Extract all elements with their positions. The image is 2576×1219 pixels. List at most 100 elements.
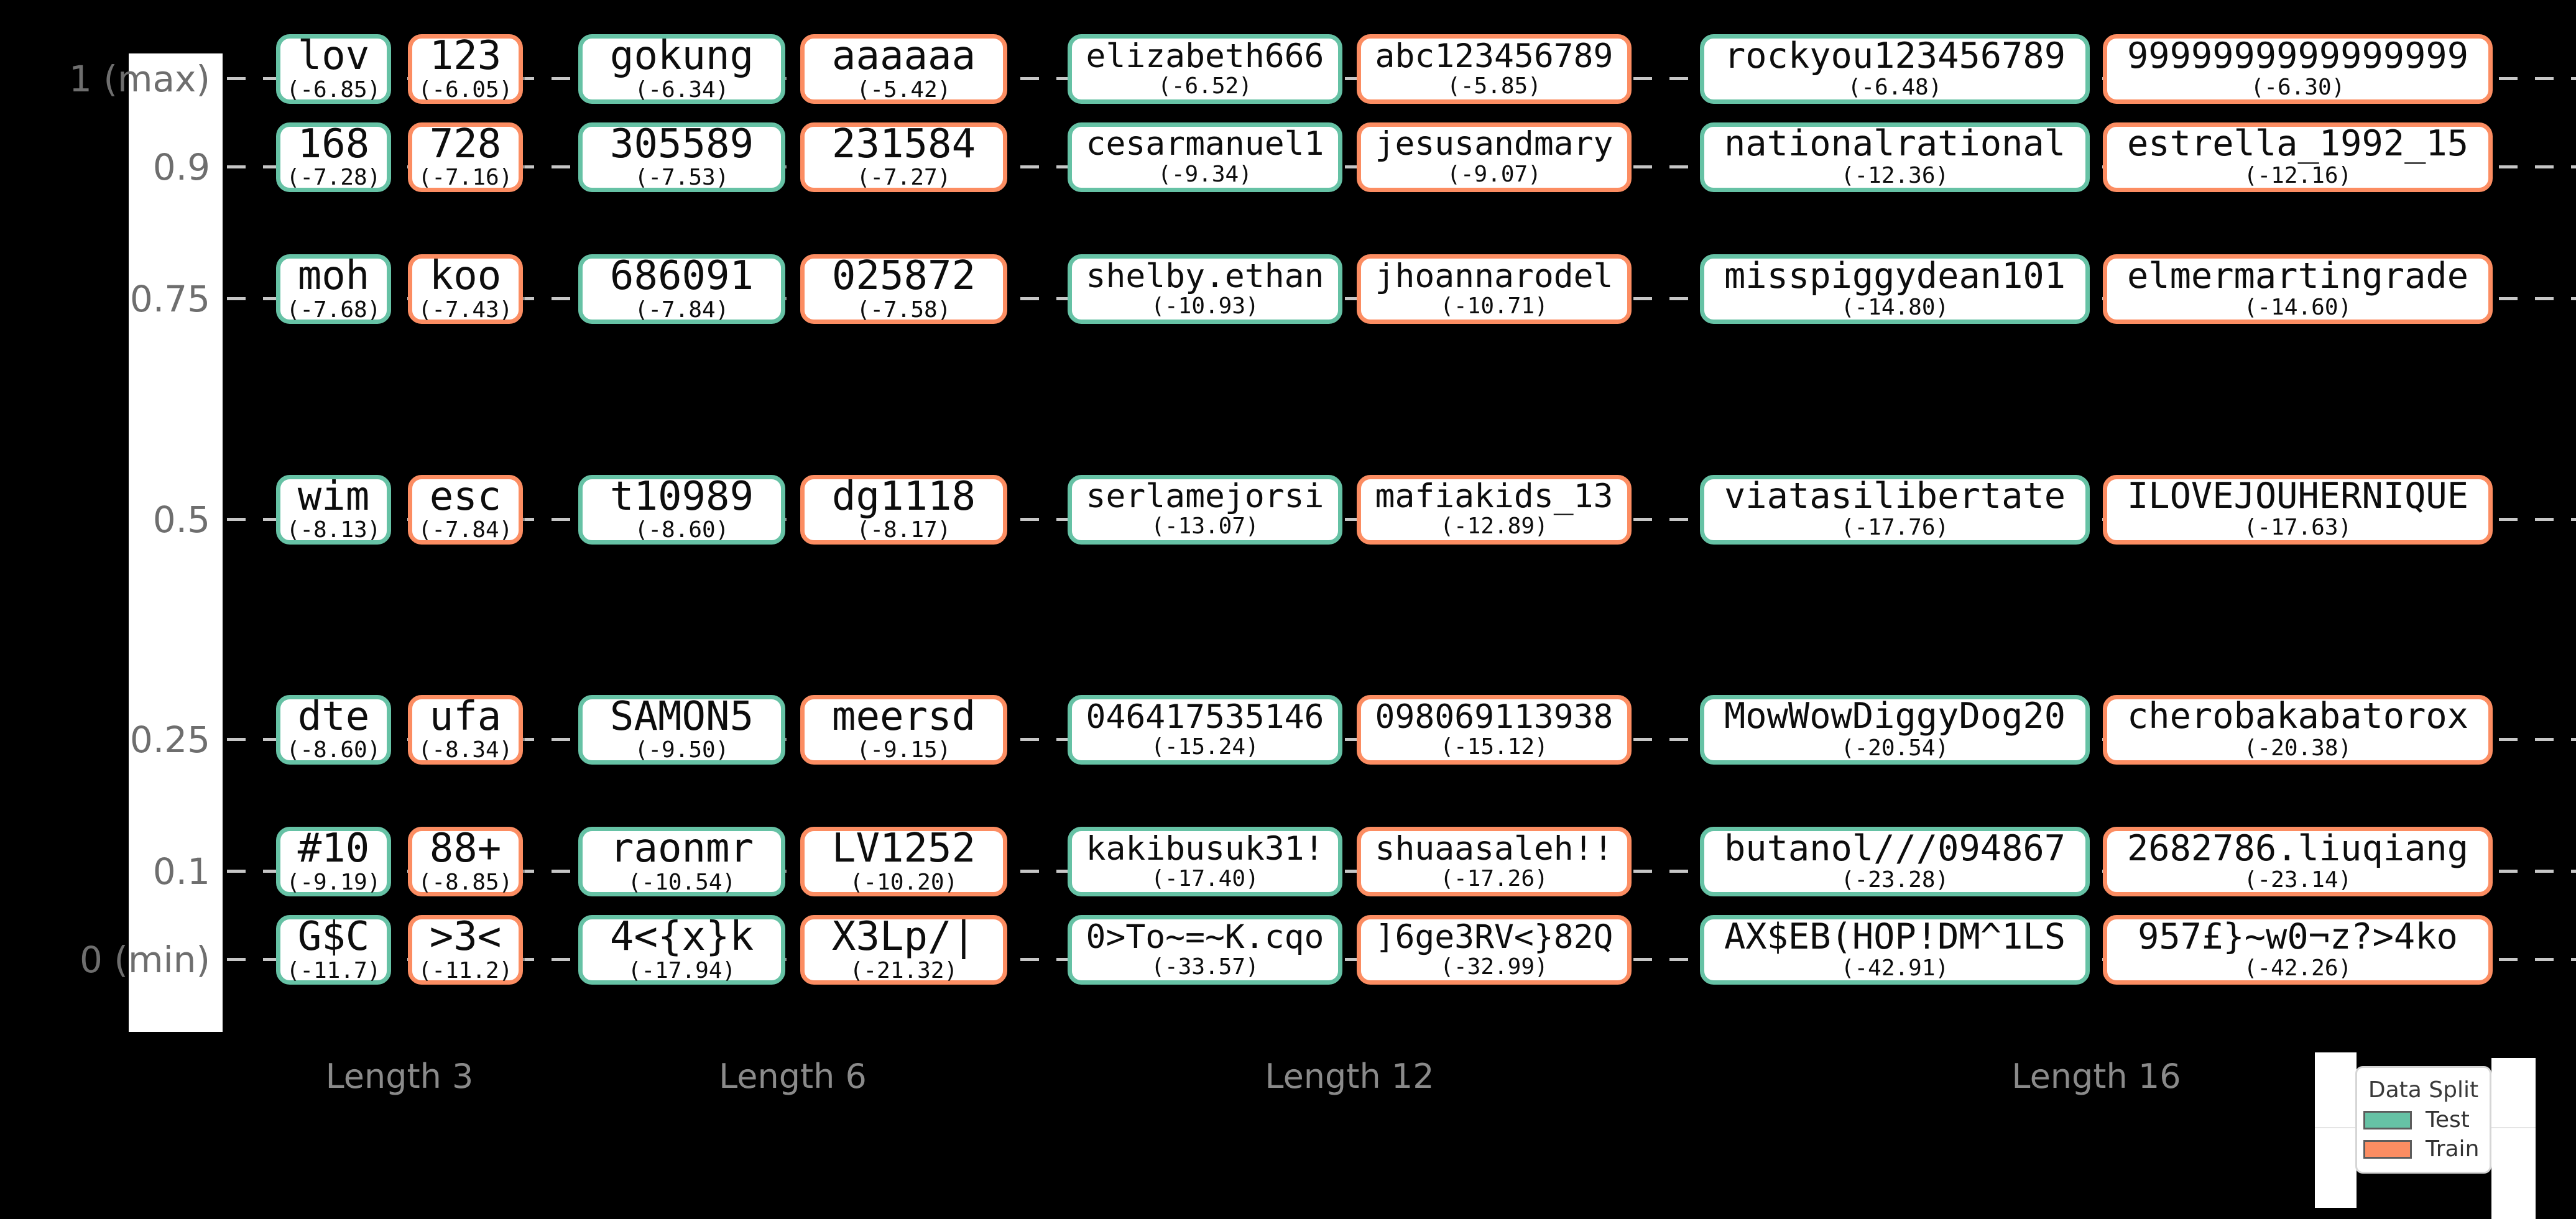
train-color-swatch <box>2363 1140 2412 1159</box>
y-tick-label: 0.25 <box>129 718 210 761</box>
password-box-test: 305589(-7.53) <box>578 122 785 192</box>
password-text: mafiakids_13 <box>1375 477 1613 516</box>
password-box-train: 231584(-7.27) <box>800 122 1007 192</box>
logprob-text: (-32.99) <box>1440 954 1548 980</box>
logprob-text: (-7.58) <box>856 297 951 323</box>
password-text: aaaaaa <box>831 33 976 80</box>
y-tick-label: 0.9 <box>152 145 210 188</box>
legend-label-test: Test <box>2426 1106 2470 1133</box>
logprob-text: (-10.93) <box>1151 293 1259 320</box>
logprob-text: (-8.17) <box>856 517 951 543</box>
logprob-text: (-8.34) <box>418 737 513 763</box>
group-label: Length 16 <box>2011 1057 2181 1096</box>
password-box-test: t10989(-8.60) <box>578 474 785 545</box>
logprob-text: (-12.16) <box>2243 162 2352 188</box>
logprob-text: (-6.48) <box>1847 74 1942 100</box>
logprob-text: (-7.27) <box>856 165 951 191</box>
logprob-text: (-11.2) <box>418 957 513 983</box>
password-box-train: ufa(-8.34) <box>408 694 523 765</box>
logprob-text: (-17.63) <box>2243 515 2352 541</box>
password-box-train: abc123456789(-5.85) <box>1357 34 1632 104</box>
logprob-text: (-14.60) <box>2243 295 2352 321</box>
password-box-test: #10(-9.19) <box>276 826 391 897</box>
y-tick-label: 0.75 <box>129 278 210 321</box>
logprob-text: (-6.30) <box>2250 74 2345 100</box>
logprob-text: (-33.57) <box>1151 954 1259 980</box>
password-box-train: LV1252(-10.20) <box>800 827 1007 897</box>
password-text: 168 <box>297 121 370 167</box>
password-box-test: AX$EB(HOP!DM^1LS(-42.91) <box>1700 915 2090 985</box>
password-text: wim <box>297 473 370 520</box>
password-text: G$C <box>297 914 370 960</box>
password-text: raonmr <box>609 826 754 872</box>
logprob-text: (-11.7) <box>286 957 381 983</box>
logprob-text: (-17.76) <box>1840 515 1949 541</box>
logprob-text: (-8.60) <box>634 517 729 543</box>
logprob-text: (-6.85) <box>286 76 381 103</box>
logprob-text: (-7.28) <box>286 165 381 191</box>
legend-entry-train: Train <box>2363 1138 2483 1161</box>
y-tick-label: 0.5 <box>152 498 210 541</box>
legend-label-train: Train <box>2426 1136 2480 1162</box>
legend-side-decoration-left <box>2315 1052 2357 1208</box>
legend-side-decoration-right <box>2491 1058 2536 1219</box>
password-box-test: rockyou123456789(-6.48) <box>1700 34 2090 104</box>
password-box-train: jhoannarodel(-10.71) <box>1357 254 1632 324</box>
logprob-text: (-9.19) <box>286 869 381 895</box>
password-text: 9999999999999999 <box>2126 35 2469 76</box>
password-text: rockyou123456789 <box>1724 35 2066 76</box>
password-text: serlamejorsi <box>1086 477 1324 516</box>
logprob-text: (-9.50) <box>634 737 729 763</box>
password-text: X3Lp/| <box>831 914 976 960</box>
password-box-test: 686091(-7.84) <box>578 254 785 324</box>
password-text: #10 <box>297 826 370 872</box>
password-box-train: 025872(-7.58) <box>800 254 1007 324</box>
password-box-train: >3<(-11.2) <box>408 915 523 985</box>
logprob-text: (-7.43) <box>418 297 513 323</box>
password-text: ]6ge3RV<}82Q <box>1375 918 1613 956</box>
password-text: 231584 <box>831 121 976 167</box>
logprob-text: (-6.52) <box>1158 73 1252 99</box>
group-label: Length 6 <box>719 1057 867 1096</box>
password-box-train: mafiakids_13(-12.89) <box>1357 474 1632 545</box>
logprob-text: (-10.20) <box>849 869 958 895</box>
y-tick-label: 1 (max) <box>69 58 210 100</box>
logprob-text: (-7.53) <box>634 165 729 191</box>
password-box-train: 728(-7.16) <box>408 122 523 192</box>
password-text: 046417535146 <box>1086 697 1324 736</box>
password-text: esc <box>429 473 502 520</box>
password-box-train: dg1118(-8.17) <box>800 474 1007 545</box>
password-box-test: 4<{x}k(-17.94) <box>578 915 785 985</box>
password-box-train: 9999999999999999(-6.30) <box>2103 34 2493 104</box>
password-text: jhoannarodel <box>1375 257 1613 295</box>
logprob-text: (-7.84) <box>418 517 513 543</box>
password-box-train: 2682786.liuqiang(-23.14) <box>2103 827 2493 897</box>
y-tick-label: 0 (min) <box>80 939 210 981</box>
password-text: 2682786.liuqiang <box>2126 827 2469 869</box>
logprob-text: (-6.34) <box>634 76 729 103</box>
logprob-text: (-17.26) <box>1440 866 1548 892</box>
password-box-test: kakibusuk31!(-17.40) <box>1068 827 1342 897</box>
password-box-train: estrella_1992_15(-12.16) <box>2103 122 2493 192</box>
password-text: kakibusuk31! <box>1086 830 1324 868</box>
password-text: 305589 <box>609 121 754 167</box>
password-box-train: ILOVEJOUHERNIQUE(-17.63) <box>2103 474 2493 545</box>
logprob-text: (-20.38) <box>2243 735 2352 761</box>
password-box-test: wim(-8.13) <box>276 473 391 545</box>
password-text: SAMON5 <box>609 693 754 740</box>
password-text: moh <box>297 253 370 300</box>
password-box-train: shuaasaleh!!(-17.26) <box>1357 827 1632 897</box>
password-text: shuaasaleh!! <box>1375 830 1613 868</box>
password-text: misspiggydean101 <box>1724 255 2066 297</box>
password-text: jesusandmary <box>1375 125 1613 163</box>
password-text: 4<{x}k <box>609 914 754 960</box>
password-box-test: butanol///094867(-23.28) <box>1700 827 2090 897</box>
logprob-text: (-21.32) <box>849 957 958 983</box>
password-text: 123 <box>429 33 502 80</box>
logprob-text: (-15.24) <box>1151 734 1259 760</box>
password-box-train: cherobakabatorox(-20.38) <box>2103 694 2493 765</box>
logprob-text: (-42.26) <box>2243 955 2352 981</box>
legend: Data Split Test Train <box>2355 1066 2491 1174</box>
password-text: lov <box>297 33 370 80</box>
password-text: 728 <box>429 121 502 167</box>
